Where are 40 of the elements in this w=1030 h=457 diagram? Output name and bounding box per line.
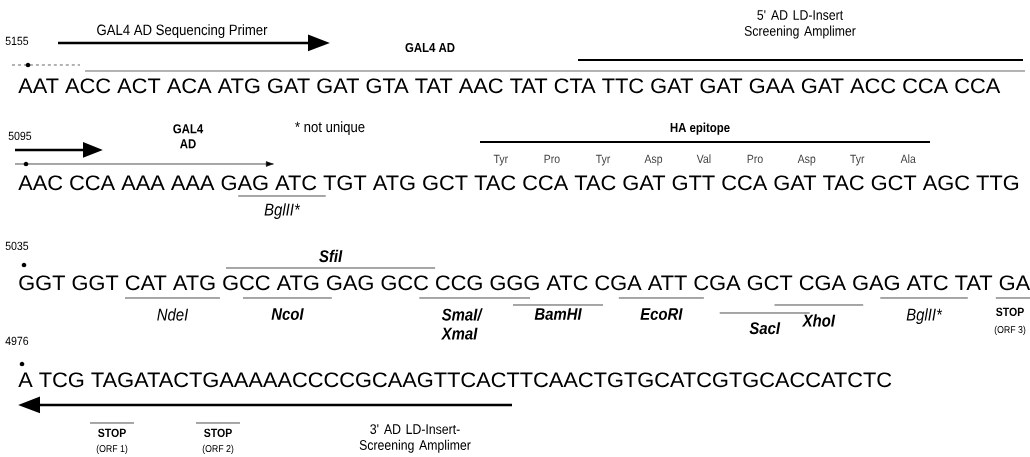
amino-acid-label: Val: [696, 154, 711, 164]
amino-acid-label: Tyr: [850, 154, 865, 166]
enzyme-label: NdeI: [157, 308, 189, 321]
enzyme-label: SmaI/ XmaI: [441, 308, 483, 340]
enzyme-label: BamHI: [534, 308, 582, 320]
enzyme-label: SacI: [749, 322, 781, 335]
position-number: 4976: [5, 336, 29, 346]
enzyme-label: XhoI: [801, 314, 836, 327]
amino-acid-label: Tyr: [595, 154, 611, 166]
amino-acid-label: Asp: [797, 154, 816, 166]
sequence-text: A TCG TAGATACTGAAAAACCCCGCAAGTTCACTTCAACTGTGCATCGTGCACCATCTC: [18, 372, 892, 388]
enzyme-label: BglII*: [264, 203, 301, 219]
position-number: 5095: [8, 131, 32, 141]
primer-label: 5' AD LD-Insert Screening Amplimer: [744, 10, 856, 39]
primer-label: 3' AD LD-Insert-Screening Amplimer: [359, 424, 471, 453]
enzyme-label: SfiI: [319, 249, 343, 263]
primer-label: GAL4 AD Sequencing Primer: [97, 24, 268, 39]
epitope-label: HA epitope: [670, 122, 730, 135]
orf-label: (ORF 3): [994, 325, 1026, 336]
position-number: 5155: [5, 36, 29, 46]
stop-label: STOP: [204, 428, 232, 438]
enzyme-label: NcoI: [271, 308, 304, 320]
orf-label: (ORF 2): [202, 444, 234, 455]
position-number: 5035: [5, 241, 29, 251]
amino-acid-label: Pro: [544, 154, 560, 164]
domain-label: GAL4 AD: [405, 42, 455, 53]
orf-label: (ORF 1): [96, 444, 128, 455]
sequence-text: GGT GGT CAT ATG GCC ATG GAG GCC CCG GGG ATC CGA ATT CGA GCT CGA GAG ATC TAT GA: [19, 275, 1030, 291]
sequence-text: AAC CCA AAA AAA GAG ATC TGT ATG GCT TAC CCA TAC GAT GTT CCA GAT TAC GCT AGC TTG: [18, 175, 1019, 191]
amino-acid-label: Tyr: [493, 154, 508, 166]
domain-label: GAL4 AD: [173, 124, 204, 149]
footnote-text: * not unique: [295, 121, 365, 136]
stop-label: STOP: [996, 307, 1024, 317]
amino-acid-label: Pro: [747, 154, 763, 164]
sequence-text: AAT ACC ACT ACA ATG GAT GAT GTA TAT AAC TAT CTA TTC GAT GAT GAA GAT ACC CCA CCA: [18, 78, 1001, 94]
enzyme-label: BglII*: [906, 308, 943, 324]
amino-acid-label: Ala: [900, 154, 916, 164]
enzyme-label: EcoRI: [640, 308, 683, 320]
amino-acid-label: Asp: [644, 154, 663, 166]
stop-label: STOP: [98, 428, 126, 438]
